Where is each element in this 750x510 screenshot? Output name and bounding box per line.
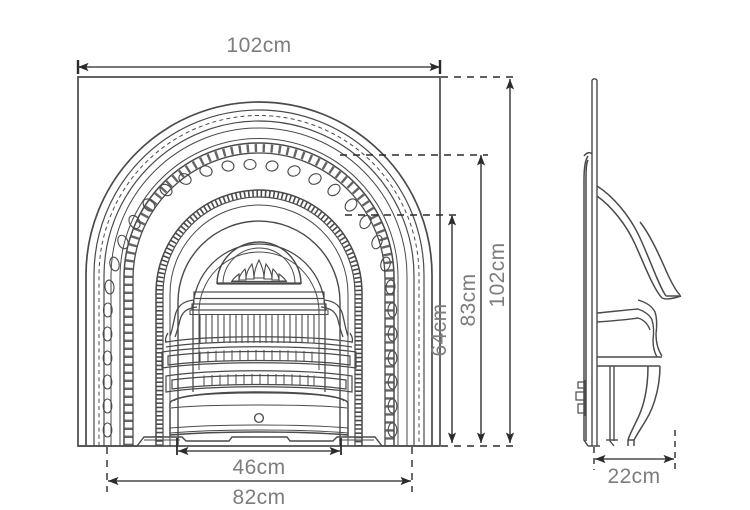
- arch-wavy-band: [98, 115, 420, 446]
- dimension-opening-height: 83cm: [457, 155, 486, 443]
- band3-outline-inner: [162, 196, 356, 446]
- grate-grille-band-2: [165, 370, 353, 393]
- arch-outline-2: [93, 109, 425, 446]
- inner-panel-outline: [177, 220, 341, 446]
- grate-front-bar-upper: [165, 336, 353, 348]
- dimension-label-top-width: 102cm: [226, 34, 291, 57]
- inner-dome-outline2: [198, 251, 320, 370]
- side-canopy-profile: [596, 185, 682, 300]
- grate-assembly: [161, 291, 357, 393]
- arch-outline-1: [85, 101, 433, 446]
- dimension-overall-height: 102cm: [486, 79, 515, 443]
- shell-motif-cartouche: [216, 241, 302, 285]
- second-arch-band: [119, 138, 399, 446]
- outer-frame-rectangle: [77, 76, 441, 447]
- grate-side-scrolls: [164, 299, 354, 344]
- outer-arch-moulding: [85, 101, 433, 446]
- grille-bars-band-2: [203, 373, 315, 387]
- side-latch-detail: [575, 380, 586, 416]
- side-body-profile: [583, 151, 593, 447]
- band2-outline-inner: [132, 152, 386, 446]
- dimension-top-width: 102cm: [76, 34, 442, 74]
- side-fireback-profile: [596, 299, 663, 358]
- band2-dentil-texture: [124, 144, 394, 446]
- arch-outline-4: [110, 127, 408, 446]
- dimension-label-side-depth: 22cm: [608, 465, 661, 488]
- palmette-ornament: [231, 258, 287, 283]
- inner-back-panel: [177, 220, 341, 446]
- dimension-base-width: 82cm: [108, 476, 411, 509]
- base-plinth: [169, 391, 349, 436]
- hearth-foot-rail: [78, 436, 440, 447]
- side-elevation-view: 22cm: [575, 78, 682, 488]
- plinth-band-line: [170, 404, 348, 409]
- wavy-band-texture: [98, 115, 420, 446]
- front-elevation-view: 102cm: [76, 34, 516, 509]
- band2-outline-outer2: [119, 138, 399, 446]
- extension-lines-side: [593, 430, 676, 470]
- band3-bead-texture: [156, 190, 362, 446]
- dimension-grate-width: 46cm: [178, 446, 340, 479]
- dimension-inner-height: 64cm: [428, 215, 457, 443]
- grate-grille-band-1: [161, 346, 357, 369]
- grate-vertical-bars: [199, 315, 315, 343]
- side-front-edge: [606, 366, 618, 447]
- arch-outline-3: [103, 120, 415, 446]
- band3-outline-outer: [155, 189, 363, 446]
- dimension-label-opening-height: 83cm: [457, 274, 480, 327]
- plinth-lower-line2: [169, 429, 349, 434]
- cartouche-arch-line: [216, 241, 302, 285]
- band3-outline-inner2: [169, 204, 349, 446]
- band2-outline-outer: [123, 142, 395, 446]
- side-back-plate: [591, 78, 598, 446]
- inner-dome-outline: [192, 243, 326, 392]
- dimension-label-inner-height: 64cm: [428, 304, 451, 357]
- dimension-label-base-width: 82cm: [233, 486, 286, 509]
- dimension-side-depth: 22cm: [595, 454, 674, 488]
- grate-top-rail: [189, 291, 329, 315]
- third-arch-band: [155, 189, 363, 446]
- side-foot-profile: [597, 356, 662, 446]
- extension-lines-right: [340, 76, 516, 447]
- ash-pan-knob-icon: [253, 412, 265, 424]
- dimension-label-grate-width: 46cm: [233, 456, 286, 479]
- cartouche-arch-line2: [222, 247, 296, 285]
- plinth-top-line: [173, 392, 345, 402]
- extension-ticks-46: [176, 438, 342, 455]
- grille-bars-band-1: [199, 349, 313, 363]
- dimension-label-overall-height: 102cm: [486, 242, 509, 307]
- plinth-lower-line: [169, 424, 349, 429]
